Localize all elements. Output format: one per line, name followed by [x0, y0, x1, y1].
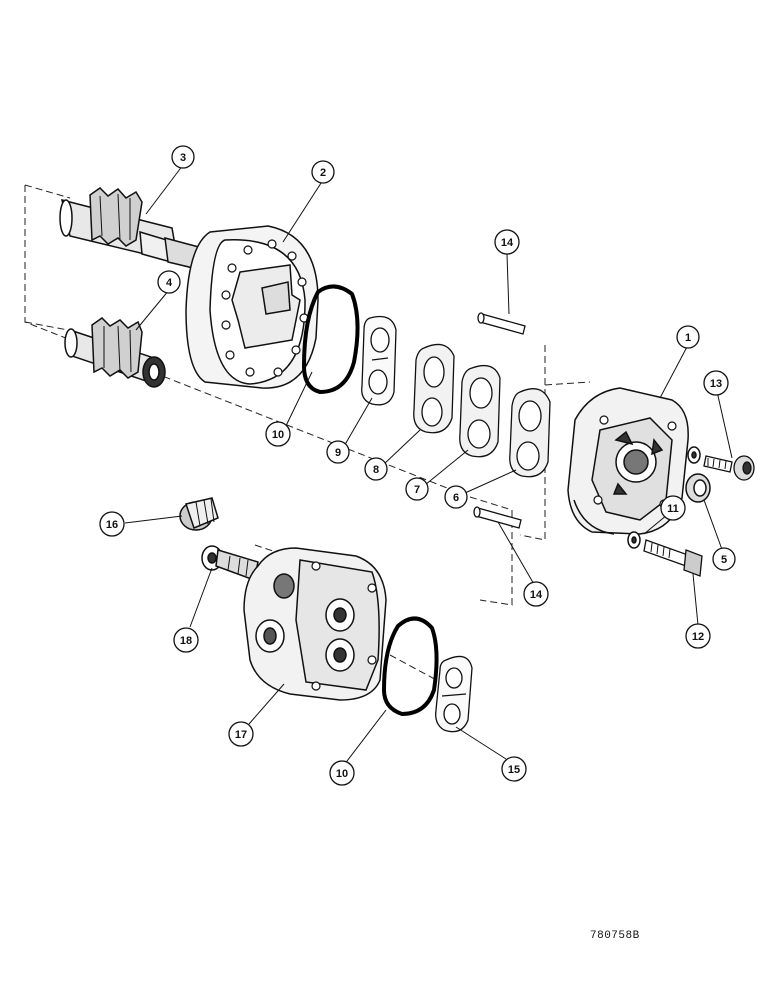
shaft-seal-5 — [685, 473, 711, 503]
svg-text:4: 4 — [166, 277, 173, 289]
callout-9: 9 — [326, 440, 350, 464]
svg-text:16: 16 — [106, 519, 118, 531]
front-cover — [567, 387, 689, 535]
gasket-9 — [361, 315, 397, 406]
drive-gear-shaft — [59, 187, 211, 273]
svg-text:10: 10 — [336, 768, 348, 780]
gasket-15 — [435, 655, 473, 733]
svg-text:17: 17 — [235, 729, 247, 741]
plate-6 — [509, 388, 551, 478]
washer-upper — [687, 446, 701, 464]
plug-16 — [179, 497, 219, 531]
rear-cover-housing — [243, 547, 387, 701]
svg-text:3: 3 — [180, 152, 186, 164]
svg-text:14: 14 — [501, 237, 514, 249]
callout-6: 6 — [444, 485, 468, 509]
callout-14-upper: 14 — [494, 229, 520, 255]
svg-text:9: 9 — [335, 447, 341, 459]
callout-4: 4 — [157, 270, 181, 294]
svg-text:12: 12 — [692, 631, 704, 643]
seal-7 — [459, 364, 501, 458]
callout-10-lower: 10 — [329, 760, 355, 786]
dowel-pin-upper — [477, 312, 526, 335]
callout-5: 5 — [712, 547, 736, 571]
o-ring-lower — [381, 616, 439, 717]
callout-2: 2 — [311, 160, 335, 184]
wear-plate-8 — [413, 343, 455, 434]
callout-17: 17 — [228, 721, 254, 747]
callout-15: 15 — [501, 756, 527, 782]
cap-screw-13 — [703, 455, 755, 481]
svg-text:10: 10 — [272, 429, 284, 441]
callout-12: 12 — [685, 623, 711, 649]
callout-13: 13 — [703, 370, 729, 396]
callout-7: 7 — [405, 477, 429, 501]
callout-1: 1 — [676, 325, 700, 349]
svg-text:1: 1 — [685, 332, 691, 344]
o-ring-upper — [301, 284, 360, 395]
dowel-pin-lower — [473, 506, 522, 529]
svg-text:14: 14 — [530, 589, 543, 601]
svg-text:8: 8 — [373, 464, 379, 476]
leader-lines — [124, 164, 733, 766]
callout-3: 3 — [171, 145, 195, 169]
svg-text:5: 5 — [721, 554, 727, 566]
relief-valve-18 — [201, 545, 259, 582]
figure-reference-code: 780758B — [590, 930, 640, 942]
svg-text:7: 7 — [414, 484, 420, 496]
svg-text:6: 6 — [453, 492, 459, 504]
svg-text:2: 2 — [320, 167, 326, 179]
gear-housing — [185, 225, 319, 389]
bolt-12 — [643, 539, 703, 577]
washer-lower — [627, 531, 641, 549]
callout-16: 16 — [99, 511, 125, 537]
callout-11: 11 — [660, 495, 686, 521]
svg-text:18: 18 — [180, 635, 192, 647]
svg-text:15: 15 — [508, 764, 520, 776]
callout-8: 8 — [364, 457, 388, 481]
callout-14-lower: 14 — [523, 581, 549, 607]
callout-18: 18 — [173, 627, 199, 653]
callout-10-upper: 10 — [265, 421, 291, 447]
svg-text:13: 13 — [710, 378, 722, 390]
driven-gear — [64, 317, 166, 388]
svg-text:11: 11 — [667, 503, 679, 515]
